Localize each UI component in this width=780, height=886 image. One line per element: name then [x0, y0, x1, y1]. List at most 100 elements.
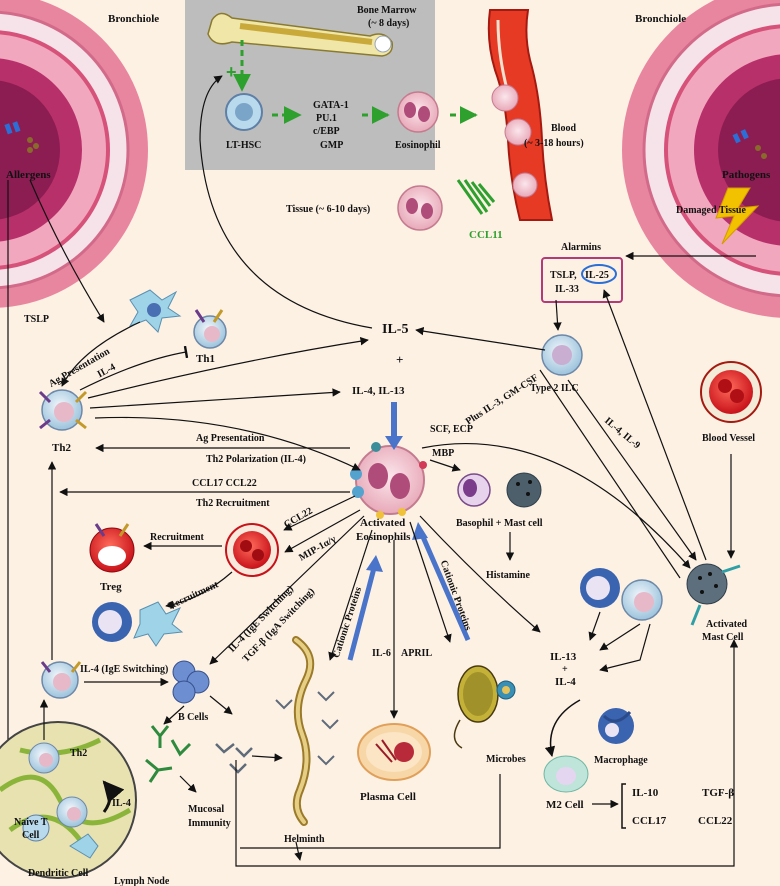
th2-to-il5-arrow [87, 337, 369, 399]
alarmins-title: Alarmins [561, 242, 601, 253]
alarmins-to-ilc [553, 299, 562, 331]
bone-marrow-plus: + [226, 62, 237, 82]
bm-eosinophil-label: Eosinophil [395, 140, 441, 151]
bottom-loop-arrow [235, 639, 739, 867]
alarmins-tslp: TSLP, [550, 270, 577, 281]
th2-polarization-label: Th2 Polarization (IL-4) [206, 454, 306, 465]
microbes-cluster [453, 665, 516, 749]
ccl17-ccl22-label: CCL17 CCL22 [192, 478, 257, 489]
mbp-label: MBP [432, 448, 454, 459]
bm-eosinophil-cell [397, 91, 439, 133]
mucosal-label-1: Mucosal [188, 804, 224, 815]
antibodies-to-mucosal [179, 775, 197, 793]
plasma-cell [357, 723, 431, 781]
microbes-label: Microbes [486, 754, 526, 765]
mast-to-alarmins [602, 289, 707, 561]
eos-to-microbes-arrow [409, 521, 452, 643]
lymph-th2-label: Th2 [70, 748, 87, 759]
tgf-label: TGF-β [702, 787, 734, 799]
b-cells-cluster [172, 660, 210, 704]
il4-ige2-label: IL-4 (IgE Switching) [80, 664, 168, 675]
th2-cell-top [38, 389, 88, 431]
th2-to-il4-arrow [89, 388, 341, 409]
ccl17-label: CCL17 [632, 815, 667, 827]
t-to-il4-arrow [599, 623, 651, 673]
eos-to-helminth-arrow [328, 529, 373, 661]
m2-cell [543, 755, 589, 793]
basophil-cell [457, 473, 491, 507]
il5-to-bone-arc [199, 75, 373, 329]
il4-il9-label: IL-4, IL-9 [602, 415, 642, 451]
dendritic-pair [92, 601, 184, 647]
th2-to-eos-arrow [94, 416, 361, 471]
recruitment2-label: Recruitment [167, 579, 221, 612]
il4-mac-label: IL-4 [555, 676, 576, 688]
bcells-to-antibodies [163, 705, 185, 725]
treg-label: Treg [100, 581, 122, 593]
naive-t-label-2: Cell [22, 830, 39, 841]
factor-cebp: c/EBP [313, 126, 340, 137]
lymph-node [0, 721, 137, 879]
antibodies-grey [215, 743, 253, 774]
il10-label: IL-10 [632, 787, 659, 799]
blood-duration: (~ 3-18 hours) [524, 138, 584, 149]
left-bronchiole-title: Bronchiole [108, 13, 159, 25]
activated-mast-label-2: Mast Cell [702, 632, 744, 643]
april-label: APRIL [401, 648, 432, 659]
bone-marrow-duration: (~ 8 days) [368, 18, 409, 29]
plasma-cell-label: Plasma Cell [360, 791, 416, 803]
treg-cell [89, 523, 135, 573]
th2-recruitment-label: Th2 Recruitment [196, 498, 270, 509]
eos-to-basophil-mbp [429, 459, 461, 472]
gmp-label: GMP [320, 140, 343, 151]
ccl22-mac-label: CCL22 [698, 815, 733, 827]
alarmins-box [541, 257, 623, 303]
eos-to-redcell-ccl22 [283, 495, 356, 531]
naive-t-label-1: Naive T [14, 817, 48, 828]
macrophage-pair [580, 568, 663, 621]
macrophage-cell [598, 708, 634, 744]
th2-top-label: Th2 [52, 442, 71, 454]
antibodies-to-helminth [251, 753, 283, 762]
ilc-to-il5 [415, 327, 546, 351]
right-blood-vessel [700, 361, 762, 423]
damaged-tissue-label: Damaged Tissue [676, 205, 746, 216]
bone-marrow-title: Bone Marrow [357, 5, 417, 16]
histamine-label: Histamine [486, 570, 530, 581]
helminth-down-arrow [294, 841, 303, 861]
recruitment1-label: Recruitment [150, 532, 205, 543]
blue-arrowhead-helminth [366, 555, 383, 572]
right-bronchiole [622, 0, 780, 318]
eos-to-il13-arrow [419, 515, 541, 633]
basophil-mast-label: Basophil + Mast cell [456, 518, 543, 529]
il6-label: IL-6 [372, 648, 391, 659]
blue-arrowhead-down [385, 436, 403, 450]
mast-back-line [539, 369, 681, 579]
antibodies-green [145, 725, 192, 783]
allergen-to-dendritic [29, 179, 105, 323]
scf-ecp-label: SCF, ECP [430, 424, 473, 435]
mac-to-il13-arrow [588, 611, 601, 641]
mast-cell [506, 472, 542, 508]
dendritic-cell-top [128, 289, 182, 333]
blood-title: Blood [551, 123, 576, 134]
ccl11-gradient-lines [456, 179, 496, 215]
blue-arrow-helminth [347, 567, 377, 661]
lymph-il4-label: IL-4 [112, 798, 131, 809]
ccl11-label: CCL11 [469, 229, 503, 241]
il4-to-m2-arrow [544, 699, 581, 758]
activated-mast-label-1: Activated [706, 619, 748, 630]
factor-gata1: GATA-1 [313, 100, 349, 111]
bone-illustration [207, 12, 394, 57]
th1-label: Th1 [196, 353, 215, 365]
pathogens-label: Pathogens [722, 169, 771, 181]
type2-ilc-cell [541, 334, 583, 376]
m2-cell-label: M2 Cell [546, 799, 584, 811]
alarmins-il33: IL-33 [555, 284, 579, 295]
mucosal-label-2: Immunity [188, 818, 231, 829]
th2-inhibits-th1 [79, 345, 189, 391]
microbes-loop-line [240, 774, 501, 849]
blue-arrowhead-microbes [412, 522, 428, 540]
recruitment-to-dc-arrow [165, 571, 233, 609]
